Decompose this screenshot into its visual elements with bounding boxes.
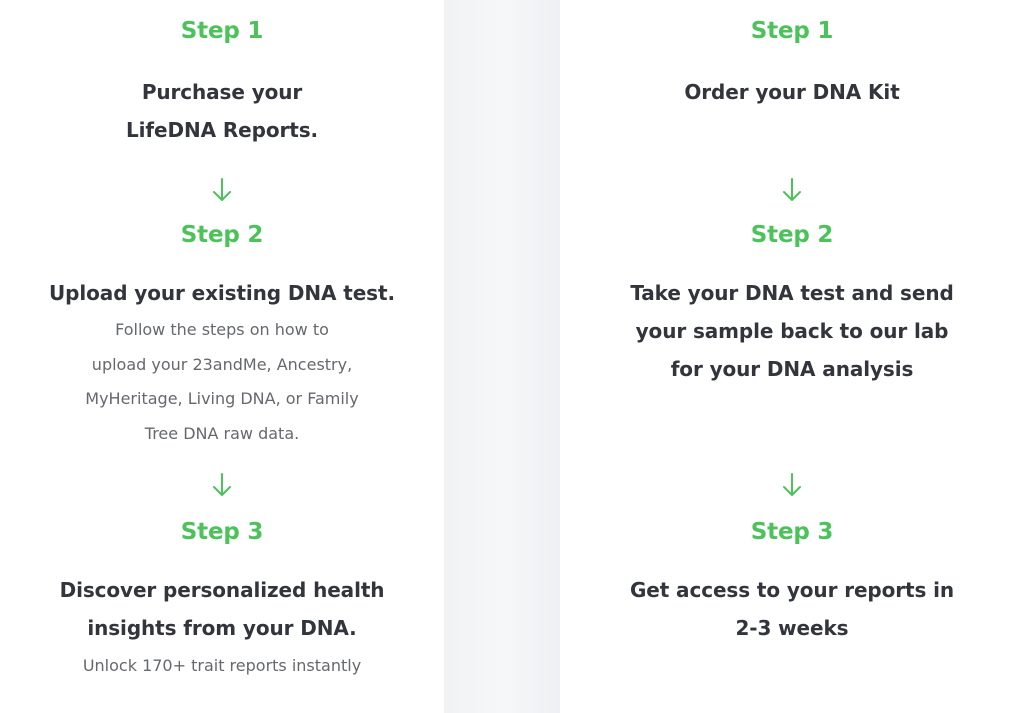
- right-step3-label: Step 3: [750, 519, 834, 545]
- column-gutter: [444, 0, 560, 713]
- right-step1-label: Step 1: [750, 18, 834, 44]
- upload-dna-path-card: Step 1 Purchase your LifeDNA Reports. St…: [0, 0, 444, 713]
- left-step1-title-line1: Purchase your: [141, 80, 303, 104]
- left-step3-label: Step 3: [180, 519, 264, 545]
- left-step2-desc-line2: upload your 23andMe, Ancestry,: [91, 355, 353, 374]
- right-step3-title-line2: 2-3 weeks: [735, 616, 849, 640]
- right-step1-title: Order your DNA Kit: [684, 80, 900, 104]
- arrow-down-icon: [560, 177, 1024, 203]
- left-step3-title-line2: insights from your DNA.: [87, 616, 357, 640]
- left-step2-desc-line1: Follow the steps on how to: [115, 320, 329, 339]
- arrow-down-icon: [560, 472, 1024, 498]
- left-step1-label: Step 1: [180, 18, 264, 44]
- right-step2-title-line1: Take your DNA test and send: [630, 281, 954, 305]
- arrow-down-icon: [0, 472, 444, 498]
- left-step1-title-line2: LifeDNA Reports.: [126, 118, 318, 142]
- left-step2-label: Step 2: [180, 222, 264, 248]
- left-step3-desc: Unlock 170+ trait reports instantly: [82, 656, 362, 675]
- arrow-down-icon: [0, 177, 444, 203]
- left-step2-desc-line3: MyHeritage, Living DNA, or Family: [85, 389, 359, 408]
- right-step2-label: Step 2: [750, 222, 834, 248]
- order-kit-path-card: Step 1 Order your DNA Kit Step 2 Take yo…: [560, 0, 1024, 713]
- right-step2-title-line2: your sample back to our lab: [635, 319, 949, 343]
- left-step3-title-line1: Discover personalized health: [59, 578, 385, 602]
- left-step2-title: Upload your existing DNA test.: [49, 281, 395, 305]
- left-step2-desc-line4: Tree DNA raw data.: [144, 424, 300, 443]
- right-step2-title-line3: for your DNA analysis: [670, 357, 914, 381]
- right-step3-title-line1: Get access to your reports in: [629, 578, 955, 602]
